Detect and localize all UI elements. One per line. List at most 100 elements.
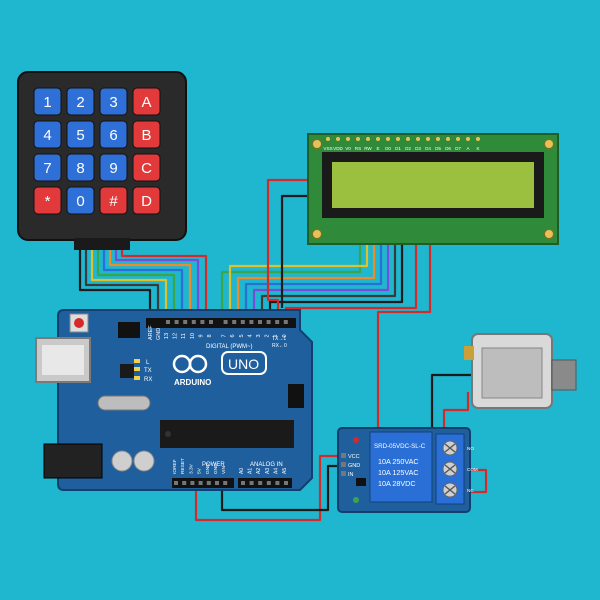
keypad-key-label: 2 [76, 94, 84, 111]
keypad-key-3-0[interactable] [33, 186, 62, 215]
digital-pin-socket [209, 320, 213, 324]
power-pin-label: 3.3V [188, 463, 194, 474]
keypad-key-1-3[interactable] [132, 120, 161, 149]
keypad-key-label: D [141, 193, 152, 210]
relay-rating: 10A 125VAC [378, 468, 419, 477]
power-pin-socket [223, 481, 228, 485]
keypad-key-label: 3 [109, 94, 117, 111]
digital-pin-socket [223, 320, 228, 324]
lcd-pin-pad [396, 137, 400, 141]
analog-pin-socket [284, 481, 288, 485]
analog-header [238, 478, 292, 488]
relay-input-pin [341, 453, 346, 458]
keypad-key-2-2[interactable] [99, 153, 128, 182]
wire-keypad-3 [90, 248, 168, 322]
keypad-key-label: 6 [109, 127, 117, 144]
keypad-key-label: C [141, 160, 152, 177]
wire-lcd-4 [244, 240, 383, 322]
wire-lcd-vss [266, 178, 312, 322]
digital-pin-socket [283, 320, 288, 324]
analog-pin-label: A5 [282, 468, 288, 474]
solenoid-face [481, 347, 543, 399]
digital-pin-label: 10 [190, 333, 196, 339]
digital-pin-label: 3 [256, 334, 262, 337]
power-pin-socket [215, 481, 219, 485]
wire-keypad-6 [108, 248, 192, 322]
digital-pin-socket [166, 320, 170, 324]
lcd-pin-pad [476, 137, 480, 141]
digital-pin-socket [266, 320, 271, 324]
arduino-logo [172, 354, 208, 374]
analog-pin-label: A0 [239, 468, 245, 474]
power-pin-label: 5V [197, 467, 203, 474]
keypad-key-3-1[interactable] [66, 186, 95, 215]
digital-pin-label: 4 [247, 334, 253, 337]
screw-slot-icon [444, 485, 456, 495]
relay-input-pin [341, 471, 346, 476]
relay-transistor [356, 478, 366, 486]
uno-badge [221, 351, 267, 375]
lcd-pin-pad [406, 137, 410, 141]
lcd-pin-pad [346, 137, 350, 141]
digital-pin-label: 6 [230, 334, 236, 337]
keypad-key-3-3[interactable] [132, 186, 161, 215]
lcd-screen [332, 162, 534, 208]
analog-pin-socket [258, 481, 263, 485]
keypad-key-1-1[interactable] [66, 120, 95, 149]
tx-pin-label: TX→1 [272, 336, 286, 342]
led-tx [134, 367, 140, 371]
tx-led-label: TX [144, 368, 152, 374]
keypad-key-2-0[interactable] [33, 153, 62, 182]
keypad-key-1-0[interactable] [33, 120, 62, 149]
lcd-pin-label: VSS [323, 146, 332, 151]
analog-label: ANALOG IN [250, 462, 283, 468]
analog-pin-label: A2 [256, 468, 262, 474]
lcd-pin-label: VDD [333, 146, 343, 151]
keypad-key-0-0[interactable] [33, 87, 62, 116]
lcd-pin-label: RS [355, 146, 361, 151]
keypad-key-2-1[interactable] [66, 153, 95, 182]
wire-keypad-2 [84, 248, 160, 322]
keypad-connector [74, 238, 130, 250]
keypad-key-label: * [45, 193, 51, 210]
keypad-key-0-2[interactable] [99, 87, 128, 116]
power-pin-socket [182, 481, 187, 485]
lcd-pin-label: K [476, 146, 480, 151]
l-led-label: L [146, 360, 150, 366]
power-pin-label: VIN [221, 465, 227, 474]
wire-com-loop [462, 468, 488, 494]
digital-pin-socket [200, 320, 205, 324]
aref-label: AREF [148, 325, 154, 340]
keypad-key-2-3[interactable] [132, 153, 161, 182]
keypad-key-label: A [141, 94, 151, 111]
gnd-label: GND [156, 328, 162, 340]
power-pin-socket [206, 481, 211, 485]
analog-pin-socket [266, 481, 271, 485]
arduino-model: UNO [228, 356, 259, 372]
keypad-key-3-2[interactable] [99, 186, 128, 215]
lcd-hole-bl [312, 229, 322, 239]
relay-led-power [353, 437, 359, 443]
relay-part-number: SRD-05VDC-SL-C [374, 443, 426, 450]
power-pin-label: GND [213, 463, 219, 474]
digital-pin-label: 1 [273, 334, 279, 337]
lcd-pin-pad [356, 137, 360, 141]
relay-cube [369, 431, 433, 503]
relay-terminal-label: COM [467, 467, 478, 472]
keypad-key-label: # [109, 193, 118, 210]
digital-pin-socket [174, 320, 179, 324]
keypad-key-0-1[interactable] [66, 87, 95, 116]
keypad-key-label: 0 [76, 193, 84, 210]
keypad-key-1-2[interactable] [99, 120, 128, 149]
atmega-chip [160, 420, 294, 448]
lcd-pin-pad [326, 137, 330, 141]
keypad-key-0-3[interactable] [132, 87, 161, 116]
analog-pin-socket [249, 481, 254, 485]
digital-pin-label: 8 [207, 334, 213, 337]
reset-button-cap[interactable] [74, 318, 84, 328]
